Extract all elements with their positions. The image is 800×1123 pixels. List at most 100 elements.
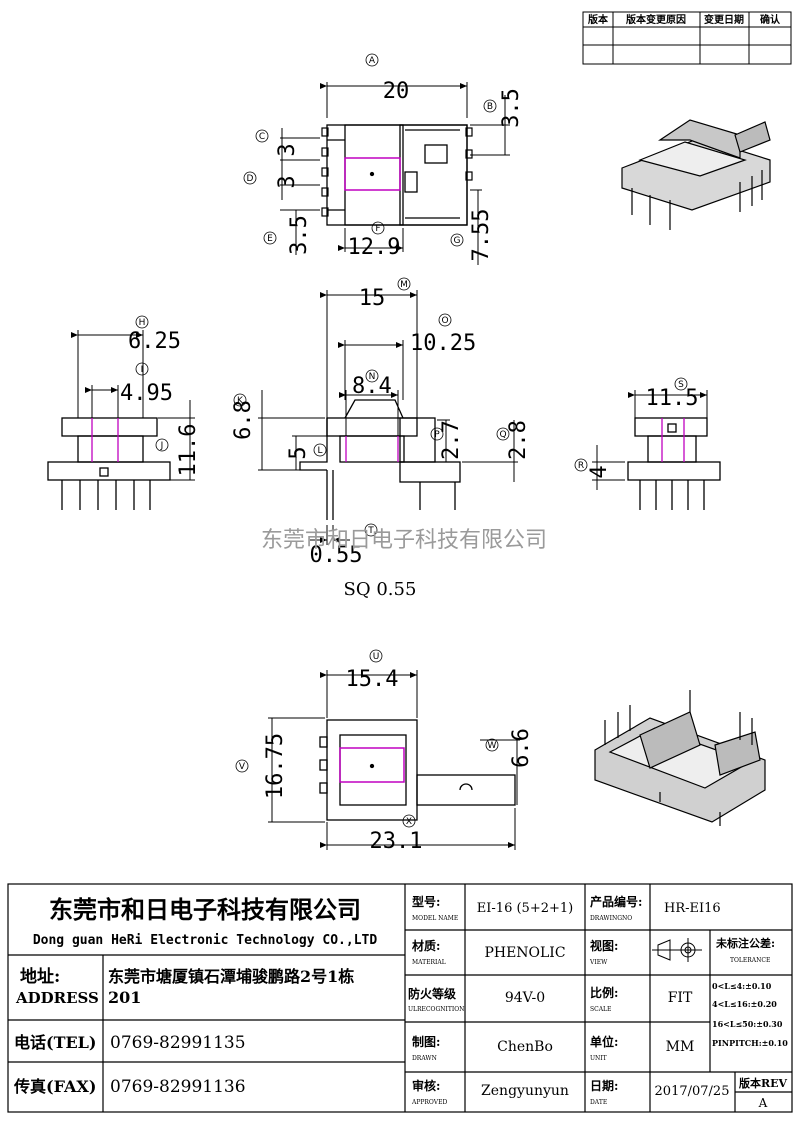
dim-p: 2.7 <box>439 420 464 460</box>
svg-text:H: H <box>139 318 146 328</box>
date-value: 2017/07/25 <box>655 1084 730 1099</box>
dim-n: 8.4 <box>352 374 392 399</box>
svg-text:E: E <box>267 234 273 244</box>
svg-text:W: W <box>488 741 497 751</box>
fax-label: 传真(FAX) <box>13 1077 96 1096</box>
dim-m: 15 <box>359 286 386 311</box>
dim-x: 23.1 <box>370 829 423 854</box>
company-name-en: Dong guan HeRi Electronic Technology CO.… <box>33 933 378 948</box>
isometric-view-bottom <box>594 690 766 826</box>
tolerance-label-en: TOLERANCE <box>730 957 770 964</box>
date-label-en: DATE <box>590 1099 607 1106</box>
address-label: 地址: <box>20 966 60 987</box>
dim-t: 0.55 <box>310 543 363 568</box>
approved-label: 审核: <box>412 1078 440 1093</box>
model-value: EI-16 (5+2+1) <box>477 901 573 916</box>
dim-l: 5 <box>286 446 311 459</box>
svg-text:U: U <box>373 652 380 662</box>
tolerance-row-1: 0<L≤4:±0.10 <box>712 981 772 991</box>
fire-value: 94V-0 <box>505 990 545 1006</box>
scale-value: FIT <box>668 990 693 1006</box>
dim-e: 3.5 <box>287 215 312 255</box>
revision-table <box>582 11 792 65</box>
dim-o: 10.25 <box>410 331 476 356</box>
svg-text:C: C <box>259 132 265 142</box>
dim-k: 6.8 <box>231 400 256 440</box>
fax-value: 0769-82991136 <box>110 1077 246 1097</box>
dim-d: 3 <box>275 175 300 188</box>
svg-text:B: B <box>487 102 493 112</box>
date-label: 日期: <box>590 1078 618 1093</box>
drawn-label-en: DRAWN <box>412 1055 437 1062</box>
side-view-right <box>627 417 721 510</box>
unit-label-en: UNIT <box>590 1055 607 1062</box>
scale-label: 比例: <box>590 985 618 1000</box>
svg-text:A: A <box>369 56 376 66</box>
dim-a: 20 <box>383 79 410 104</box>
tel-label: 电话(TEL) <box>14 1033 97 1052</box>
svg-text:J: J <box>160 441 164 451</box>
tolerance-row-4: PINPITCH:±0.10 <box>712 1038 788 1048</box>
dim-f: 12.9 <box>348 235 401 260</box>
dim-v: 16.75 <box>263 733 288 799</box>
top-view <box>326 124 468 226</box>
svg-text:V: V <box>239 762 246 772</box>
bottom-view <box>319 719 516 821</box>
dim-c: 3 <box>275 143 300 156</box>
rev-label: 版本REV <box>739 1076 788 1090</box>
address-value-cont: 201 <box>108 988 141 1007</box>
material-value: PHENOLIC <box>484 945 565 961</box>
dim-w: 6.6 <box>509 728 534 768</box>
address-label-en: ADDRESS <box>15 989 99 1007</box>
approved-value: Zengyunyun <box>481 1083 569 1099</box>
rev-header-date: 变更日期 <box>704 13 744 26</box>
unit-label: 单位: <box>590 1034 618 1049</box>
front-view <box>299 399 461 520</box>
svg-text:R: R <box>578 461 584 471</box>
svg-text:S: S <box>678 380 684 390</box>
tolerance-row-2: 4<L≤16:±0.20 <box>712 999 777 1009</box>
company-name-cn: 东莞市和日电子科技有限公司 <box>49 895 361 924</box>
unit-value: MM <box>666 1039 695 1055</box>
rev-header-confirm: 确认 <box>760 13 781 26</box>
dim-q: 2.8 <box>506 420 531 460</box>
dim-i: 4.95 <box>120 381 173 406</box>
model-label: 型号: <box>412 894 440 909</box>
scale-label-en: SCALE <box>590 1006 611 1013</box>
svg-text:D: D <box>247 174 254 184</box>
svg-text:O: O <box>441 316 448 326</box>
rev-value: A <box>758 1096 768 1110</box>
model-label-en: MODEL NAME <box>412 915 458 922</box>
svg-text:M: M <box>400 280 408 290</box>
svg-text:N: N <box>369 372 376 382</box>
svg-text:X: X <box>406 817 412 827</box>
dim-u: 15.4 <box>346 667 399 692</box>
view-label: 视图: <box>590 938 618 953</box>
dim-s: 11.5 <box>646 386 699 411</box>
svg-text:F: F <box>375 224 380 234</box>
tel-value: 0769-82991135 <box>110 1033 246 1053</box>
svg-text:P: P <box>434 430 440 440</box>
dim-h: 6.25 <box>128 329 181 354</box>
view-label-en: VIEW <box>589 959 608 966</box>
tolerance-label: 未标注公差: <box>715 936 775 950</box>
svg-text:I: I <box>141 365 144 375</box>
dim-g: 7.55 <box>469 209 494 262</box>
rev-header-version: 版本 <box>588 13 609 26</box>
svg-text:T: T <box>367 526 374 536</box>
title-block <box>7 883 793 1113</box>
projection-symbol-icon <box>652 938 702 962</box>
drawn-value: ChenBo <box>497 1039 553 1055</box>
side-view-left <box>47 417 171 510</box>
material-label: 材质: <box>411 938 440 953</box>
svg-text:L: L <box>317 446 322 456</box>
fire-label: 防火等级 <box>408 986 456 1001</box>
address-value: 东莞市塘厦镇石潭埔骏鹏路2号1栋 <box>108 967 354 986</box>
approved-label-en: APPROVED <box>411 1099 447 1106</box>
drawing-no-label: 产品编号: <box>590 894 642 909</box>
material-label-en: MATERIAL <box>412 959 446 966</box>
rev-header-reason: 版本变更原因 <box>626 13 686 26</box>
drawn-label: 制图: <box>412 1034 440 1049</box>
dim-t-note: SQ 0.55 <box>344 579 417 600</box>
svg-text:K: K <box>237 396 244 406</box>
